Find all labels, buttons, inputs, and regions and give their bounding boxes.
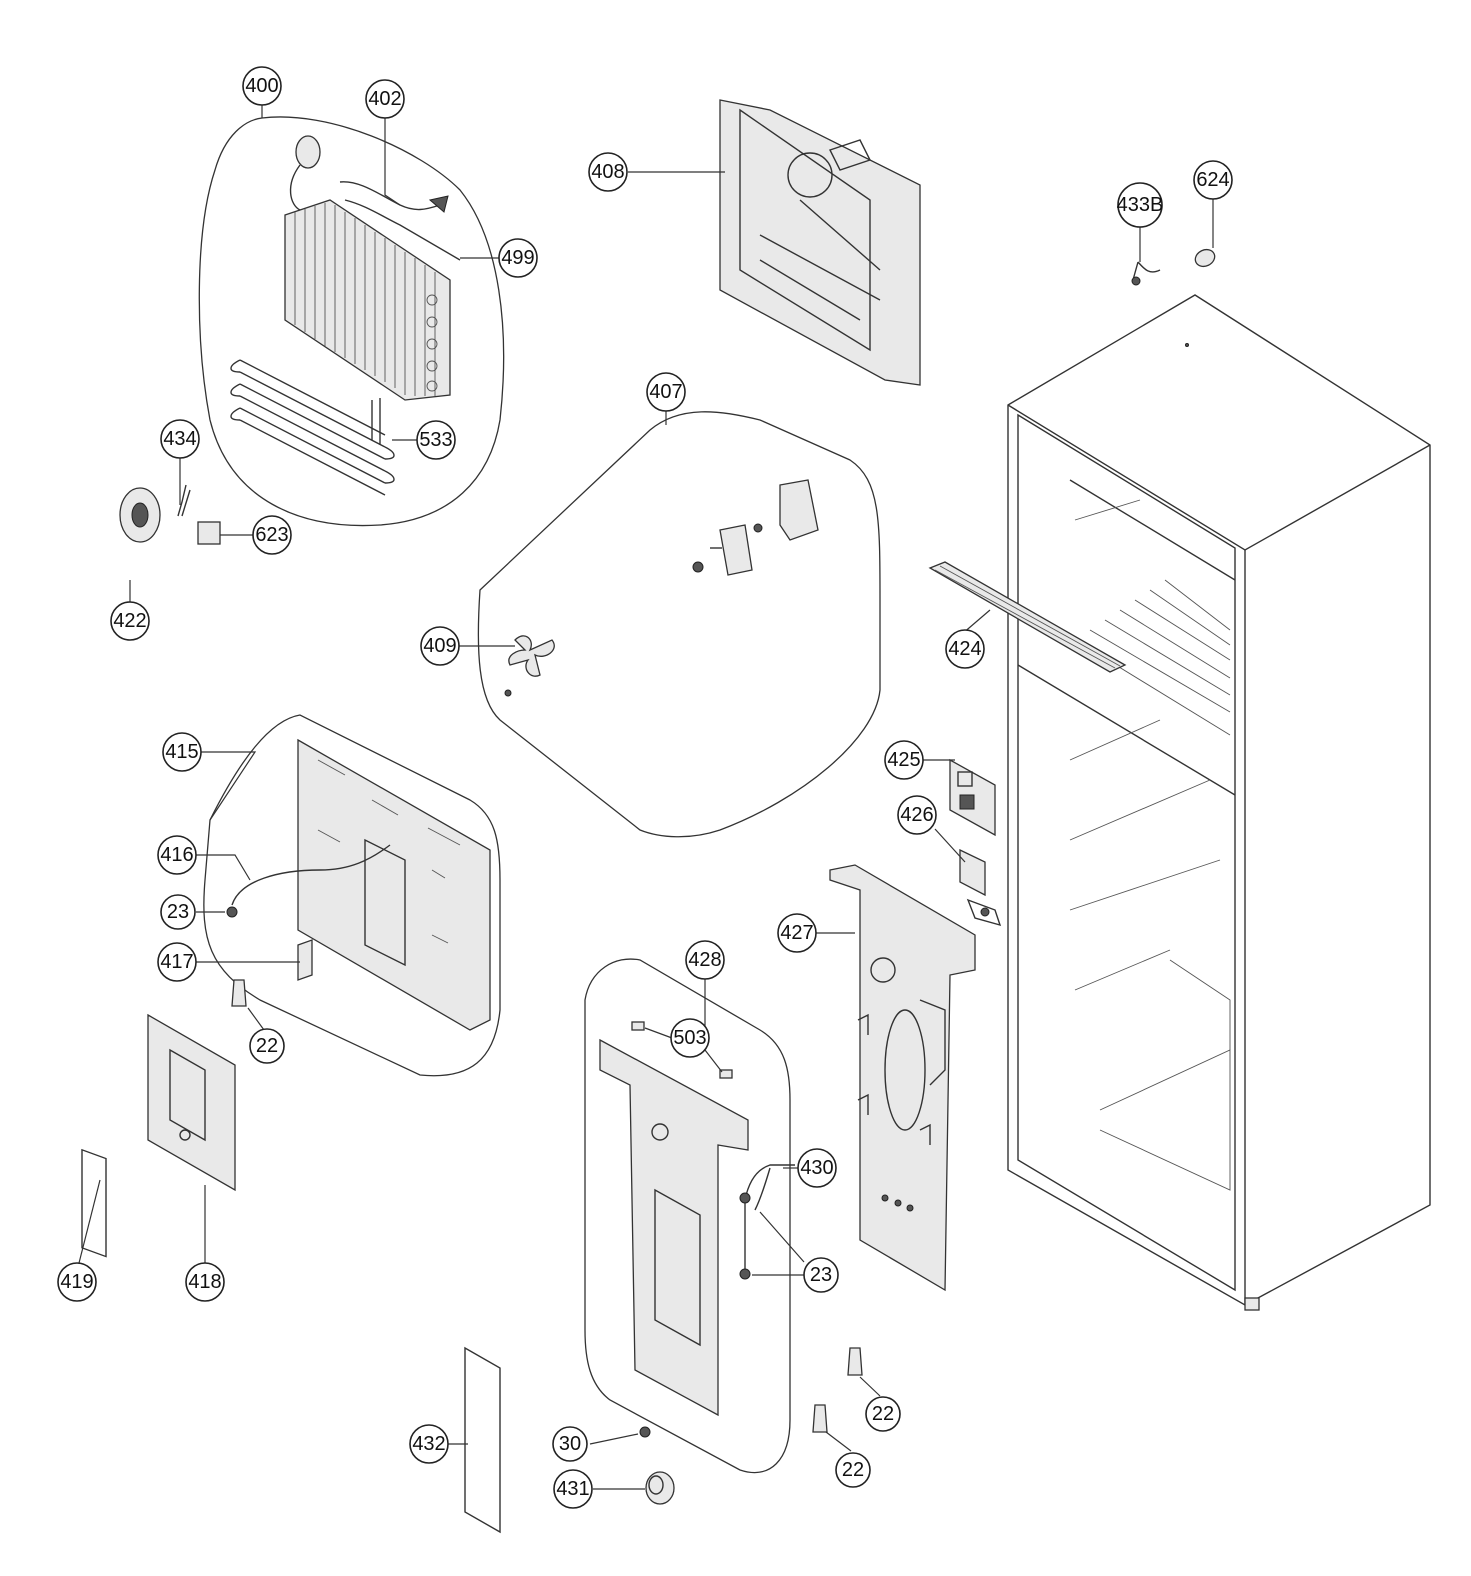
callout-label: 624 xyxy=(1196,169,1229,191)
callout-432: 432 xyxy=(409,1424,449,1464)
callout-label: 425 xyxy=(887,749,920,771)
callout-428: 428 xyxy=(685,940,725,980)
knob-part xyxy=(639,1426,675,1505)
callout-label: 433B xyxy=(1117,194,1164,216)
callout-418: 418 xyxy=(185,1262,225,1302)
callout-426: 426 xyxy=(897,795,937,835)
evaporator-fins xyxy=(284,199,451,401)
fan-motor-bracket xyxy=(692,479,819,576)
callout-425: 425 xyxy=(884,740,924,780)
callout-label: 400 xyxy=(245,75,278,97)
callout-label: 419 xyxy=(60,1271,93,1293)
tube-fitting-23 xyxy=(226,906,238,918)
callout-430: 430 xyxy=(797,1148,837,1188)
callout-label: 430 xyxy=(800,1157,833,1179)
callout-424: 424 xyxy=(945,629,985,669)
callout-label: 427 xyxy=(780,922,813,944)
door-panel-assembly-group xyxy=(584,958,795,1474)
callout-419: 419 xyxy=(57,1262,97,1302)
dispenser-panel-assembly-group xyxy=(203,714,501,1077)
callout-label: 416 xyxy=(160,844,193,866)
refrigerator-cabinet-part xyxy=(1007,294,1431,1311)
dispenser-cover-part xyxy=(147,1013,236,1192)
group-outline-400 xyxy=(198,116,505,527)
callout-408: 408 xyxy=(588,152,628,192)
callout-label: 432 xyxy=(412,1433,445,1455)
callout-label: 22 xyxy=(842,1459,864,1481)
callout-label: 623 xyxy=(255,524,288,546)
callout-402: 402 xyxy=(365,79,405,119)
fan-shroud-cover-part xyxy=(719,99,921,386)
callout-label: 533 xyxy=(419,429,452,451)
callout-label: 402 xyxy=(368,88,401,110)
air-duct-panel-part xyxy=(829,864,976,1292)
shelf-trim-bar-part xyxy=(928,561,1127,673)
callout-label: 409 xyxy=(423,635,456,657)
defrost-heater-part xyxy=(230,359,395,496)
callout-label: 499 xyxy=(501,247,534,269)
callout-label: 408 xyxy=(591,161,624,183)
callout-23-a: 23 xyxy=(160,894,196,930)
group-outline-415 xyxy=(203,714,501,1077)
callout-label: 424 xyxy=(948,638,981,660)
callout-22-a: 22 xyxy=(249,1028,285,1064)
callout-400: 400 xyxy=(242,66,282,106)
group-outline-428 xyxy=(584,958,791,1474)
callout-label: 30 xyxy=(559,1433,581,1455)
callout-417: 417 xyxy=(157,942,197,982)
lamp-cover-part xyxy=(959,848,1002,927)
callout-416: 416 xyxy=(157,835,197,875)
callout-label: 22 xyxy=(872,1403,894,1425)
callout-label: 431 xyxy=(556,1478,589,1500)
fan-blade-part xyxy=(504,635,555,697)
small-parts-top-right xyxy=(1131,248,1216,286)
callout-22-b: 22 xyxy=(865,1396,901,1432)
callout-label: 418 xyxy=(188,1271,221,1293)
callout-533: 533 xyxy=(416,420,456,460)
leader-lines xyxy=(78,105,1214,1490)
callout-624: 624 xyxy=(1193,160,1233,200)
pin-22-lower-b xyxy=(812,1404,828,1433)
callout-23-b: 23 xyxy=(803,1257,839,1293)
callout-427: 427 xyxy=(777,913,817,953)
callout-433B: 433B xyxy=(1117,182,1164,228)
defrost-sensor-part xyxy=(289,135,461,261)
callout-407: 407 xyxy=(646,372,686,412)
dispenser-panel xyxy=(297,738,491,1031)
label-sheet-432 xyxy=(464,1346,501,1534)
callout-22-c: 22 xyxy=(835,1452,871,1488)
callout-434: 434 xyxy=(160,419,200,459)
callout-623: 623 xyxy=(252,515,292,555)
evaporator-assembly-group xyxy=(198,116,505,527)
water-tube-430 xyxy=(744,1164,795,1270)
callout-label: 434 xyxy=(163,428,196,450)
label-sheet-419 xyxy=(81,1148,107,1258)
group-outline-407 xyxy=(477,411,881,838)
pin-22-upper xyxy=(231,979,247,1007)
callout-422: 422 xyxy=(110,601,150,641)
callout-label: 415 xyxy=(165,741,198,763)
fan-motor-part xyxy=(119,484,221,545)
callout-label: 422 xyxy=(113,610,146,632)
callout-label: 23 xyxy=(167,901,189,923)
callout-415: 415 xyxy=(162,732,202,772)
water-tube-416 xyxy=(231,844,391,906)
pin-22-lower-a xyxy=(847,1347,863,1376)
callout-label: 23 xyxy=(810,1264,832,1286)
fan-motor-assembly-group xyxy=(477,411,881,838)
callout-label: 417 xyxy=(160,951,193,973)
callout-label: 428 xyxy=(688,949,721,971)
callout-label: 407 xyxy=(649,381,682,403)
lamp-switch-part xyxy=(949,758,996,837)
callout-409: 409 xyxy=(420,626,460,666)
callout-label: 22 xyxy=(256,1035,278,1057)
callout-499: 499 xyxy=(498,238,538,278)
callout-30: 30 xyxy=(552,1426,588,1462)
callout-503: 503 xyxy=(670,1018,710,1058)
callout-label: 426 xyxy=(900,804,933,826)
callout-431: 431 xyxy=(553,1469,593,1509)
callout-label: 503 xyxy=(673,1027,706,1049)
